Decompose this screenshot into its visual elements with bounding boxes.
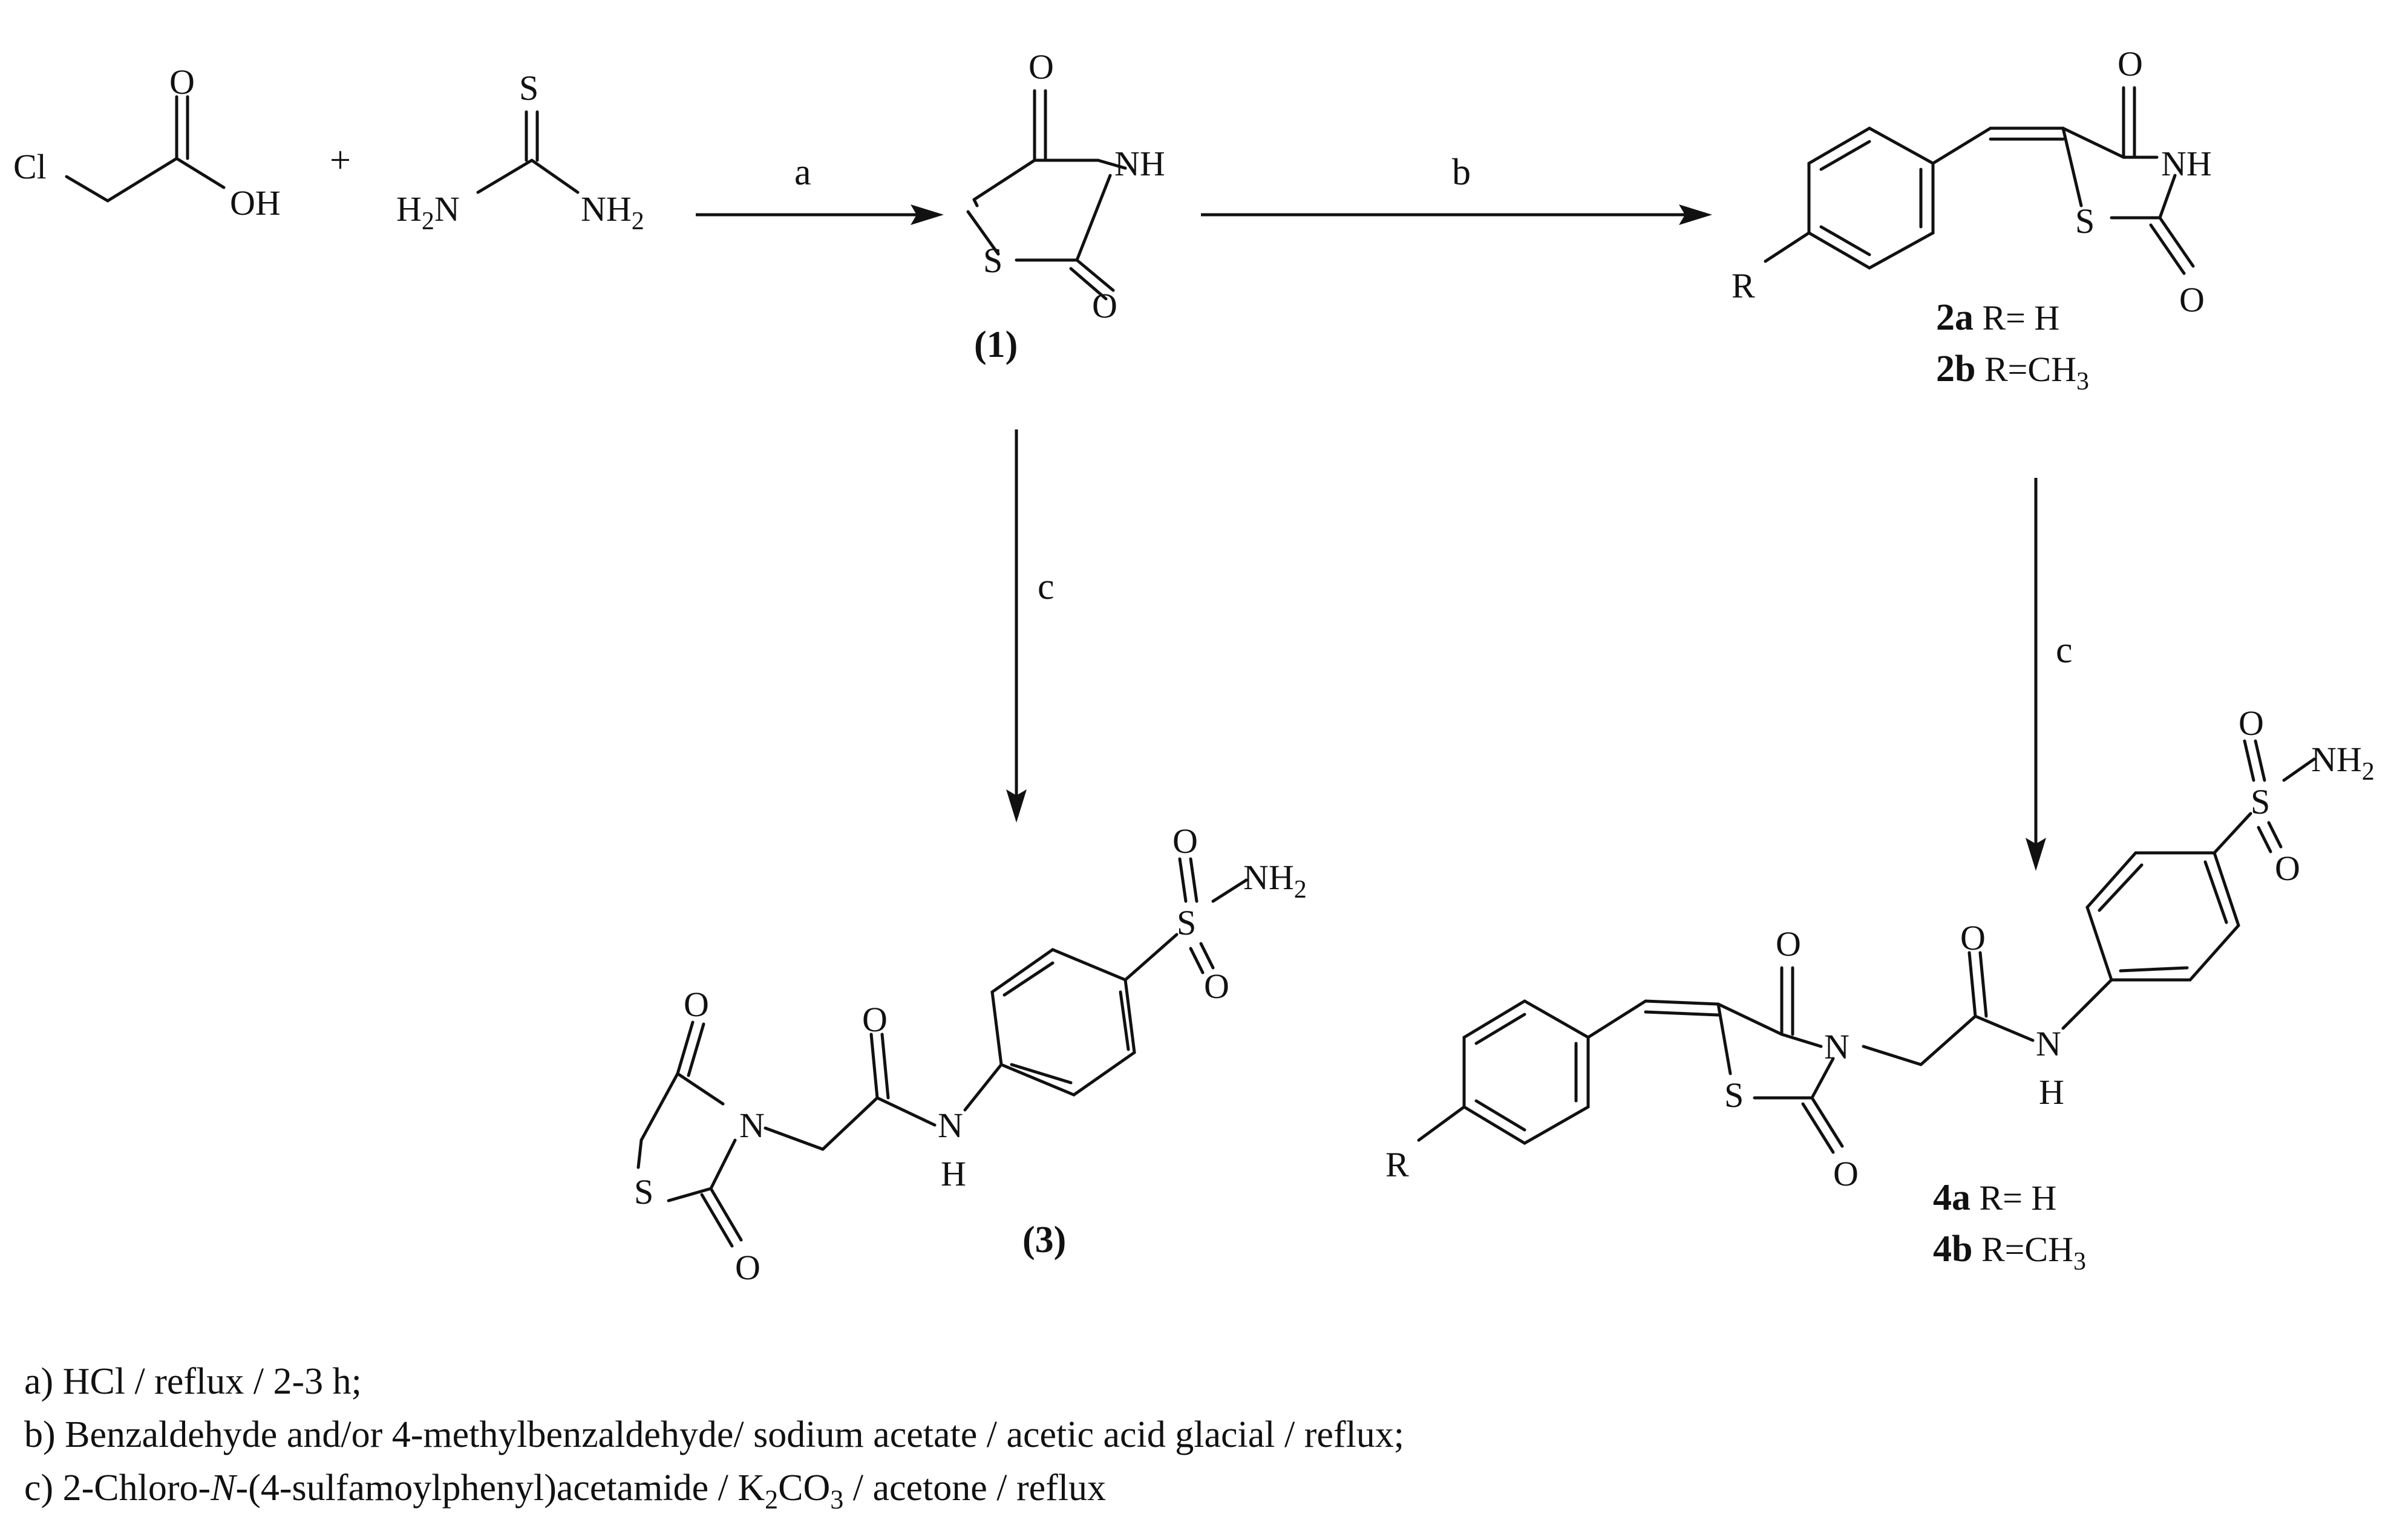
atom-o-bottom: O [2179,280,2205,319]
atom-s: S [1724,1075,1744,1115]
atom-s: S [634,1172,653,1212]
compound-4a-label: 4a R= H [1933,1177,2056,1218]
chloroacetic-acid: Cl O OH [13,62,281,223]
atom-n: N [1824,1027,1849,1066]
arrow-a-label: a [794,152,811,193]
atom-h2n: H2N [396,189,460,235]
atom-nh2: NH2 [2311,740,2375,786]
arrow-b: b [1201,152,1712,225]
condition-c: c) 2-Chloro-N-(4-sulfamoylphenyl)acetami… [24,1467,1107,1515]
atom-s: S [2075,201,2095,241]
arrow-c-left: c [1006,429,1055,823]
atom-h: H [2039,1072,2064,1112]
compound-2: R O NH S O 2a R= H 2b R=CH3 [1732,44,2212,396]
atom-r: R [1385,1145,1409,1184]
arrow-c-right-label: c [2056,630,2073,671]
compound-2b-label: 2b R=CH3 [1936,348,2089,396]
arrow-c-right: c [2026,478,2073,871]
atom-n: N [739,1106,765,1145]
atom-o: O [1960,918,1986,958]
atom-oh: OH [230,183,281,223]
atom-o: O [735,1248,760,1287]
compound-4b-label: 4b R=CH3 [1933,1228,2086,1276]
atom-s: S [2251,782,2270,821]
arrow-c-left-label: c [1038,566,1055,607]
compound-1-label: (1) [974,324,1018,365]
atom-s: S [983,241,1002,280]
atom-cl: Cl [13,147,47,186]
compound-3-label: (3) [1022,1219,1066,1261]
atom-o: O [2275,849,2300,888]
atom-nh: NH [2161,144,2212,183]
thiourea: S H2N NH2 [396,68,644,235]
atom-o: O [2239,703,2264,743]
compound-2a-label: 2a R= H [1936,297,2059,338]
atom-o: O [1204,967,1229,1006]
condition-a: a) HCl / reflux / 2-3 h; [24,1361,362,1402]
reaction-scheme: Cl O OH + S H2N NH2 a O NH S O (1) [13,44,2375,1287]
compound-3: O N S O O N H O S O NH2 (3) [634,821,1307,1287]
plus-sign: + [330,140,351,181]
atom-o: O [169,62,195,102]
atom-r: R [1732,266,1755,305]
atom-n: N [2036,1024,2061,1063]
atom-nh2: NH2 [581,189,644,235]
atom-o-bottom: O [1092,286,1117,325]
atom-o: O [862,1000,888,1039]
compound-1: O NH S O (1) [966,47,1165,365]
atom-o: O [1776,924,1801,964]
atom-o: O [1833,1154,1859,1193]
atom-o: O [1172,821,1198,861]
atom-s: S [519,68,538,108]
atom-n: N [938,1106,963,1145]
compound-4: R O N S O O [1385,703,2375,1276]
atom-nh: NH [1114,144,1165,183]
reaction-conditions: a) HCl / reflux / 2-3 h; b) Benzaldehyde… [24,1355,1404,1526]
arrow-a: a [696,152,944,225]
atom-s: S [1177,903,1196,942]
atom-o-top: O [2118,44,2143,83]
condition-b: b) Benzaldehyde and/or 4-methylbenzaldeh… [24,1414,1404,1455]
atom-h: H [941,1154,966,1193]
atom-o-top: O [1029,47,1054,86]
atom-o: O [684,985,709,1024]
arrow-b-label: b [1452,152,1471,193]
atom-nh2: NH2 [1243,858,1307,904]
